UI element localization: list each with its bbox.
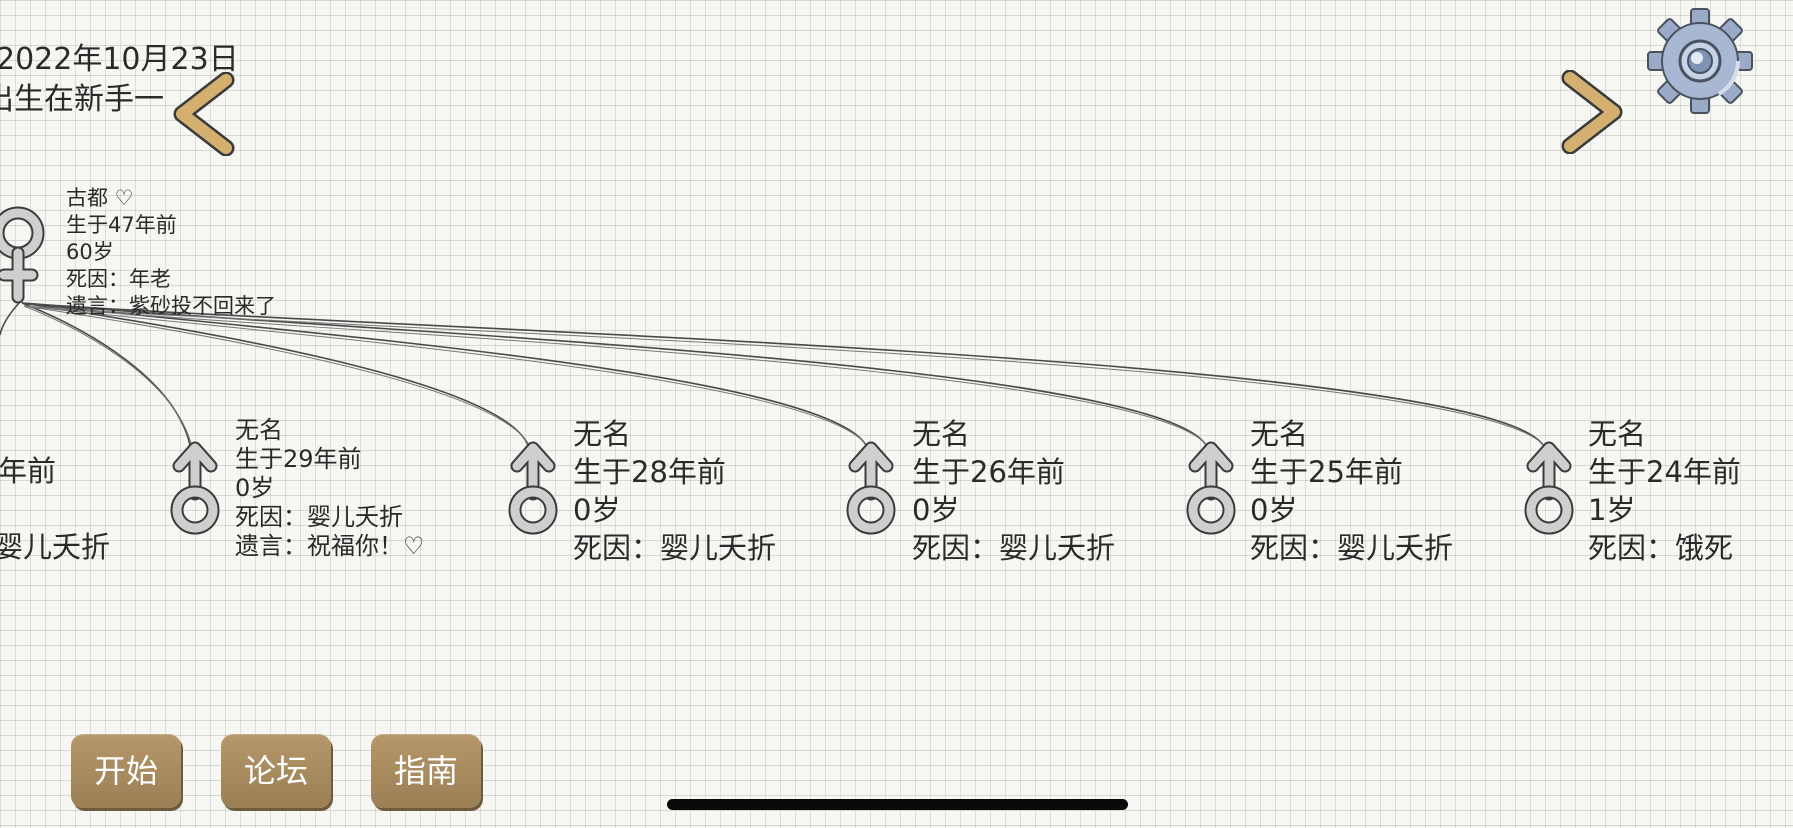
child-info: 无名 生于29年前 0岁 死因：婴儿夭折 遗言：祝福你！♡	[235, 416, 425, 561]
child-age: 0岁	[1250, 493, 1298, 527]
parent-age: 60岁	[66, 240, 114, 264]
child-name: 无名	[1250, 417, 1309, 451]
child-name: 无名	[573, 417, 632, 451]
child-symbol[interactable]	[166, 440, 224, 538]
child-age: 0岁	[235, 474, 275, 502]
male-symbol-icon	[1186, 441, 1236, 535]
offscreen-child-cause: 婴儿夭折	[0, 530, 111, 564]
parent-info: 古都 ♡ 生于47年前 60岁 死因：年老 遗言：紫砂投不回来了	[66, 185, 276, 320]
birth-place-label: 出生在新手一	[0, 82, 164, 117]
child-info: 无名 生于25年前 0岁 死因：婴儿夭折	[1250, 415, 1453, 567]
child-symbol[interactable]	[1182, 440, 1240, 538]
chevron-right-icon	[1561, 69, 1623, 155]
guide-button[interactable]: 指南	[371, 734, 481, 808]
female-symbol-icon	[0, 206, 45, 304]
parent-last-words: 遗言：紫砂投不回来了	[66, 294, 276, 318]
gear-icon	[1647, 8, 1753, 114]
forum-button[interactable]: 论坛	[221, 734, 331, 808]
start-button[interactable]: 开始	[71, 734, 181, 808]
child-born: 生于26年前	[912, 455, 1065, 489]
date-label: 2022年10月23日	[0, 42, 239, 77]
child-info: 无名 生于28年前 0岁 死因：婴儿夭折	[573, 415, 776, 567]
prev-button[interactable]	[168, 71, 240, 157]
child-born: 生于24年前	[1588, 455, 1741, 489]
male-symbol-icon	[170, 441, 220, 535]
male-symbol-icon	[508, 441, 558, 535]
male-symbol-icon	[846, 441, 896, 535]
parent-cause: 死因：年老	[66, 267, 171, 291]
child-last-words: 遗言：祝福你！♡	[235, 532, 425, 560]
chevron-left-icon	[173, 71, 235, 157]
parent-name: 古都 ♡	[66, 186, 134, 210]
male-symbol-icon	[1524, 441, 1574, 535]
child-cause: 死因：婴儿夭折	[235, 503, 403, 531]
child-born: 生于29年前	[235, 445, 362, 473]
child-name: 无名	[912, 417, 971, 451]
child-name: 无名	[235, 416, 283, 444]
child-name: 无名	[1588, 417, 1647, 451]
offscreen-child-born: 年前	[0, 454, 57, 488]
child-info: 无名 生于26年前 0岁 死因：婴儿夭折	[912, 415, 1115, 567]
child-age: 0岁	[912, 493, 960, 527]
child-cause: 死因：婴儿夭折	[912, 531, 1116, 565]
child-born: 生于25年前	[1250, 455, 1403, 489]
child-info: 无名 生于24年前 1岁 死因：饿死	[1588, 415, 1741, 567]
child-cause: 死因：婴儿夭折	[1250, 531, 1454, 565]
child-age: 1岁	[1588, 493, 1636, 527]
child-age: 0岁	[573, 493, 621, 527]
settings-button[interactable]	[1646, 8, 1754, 114]
child-cause: 死因：饿死	[1588, 531, 1734, 565]
home-indicator[interactable]	[667, 799, 1128, 810]
child-symbol[interactable]	[504, 440, 562, 538]
parent-symbol[interactable]	[0, 205, 50, 305]
next-button[interactable]	[1556, 69, 1628, 155]
child-symbol[interactable]	[1520, 440, 1578, 538]
parent-born: 生于47年前	[66, 213, 177, 237]
child-symbol[interactable]	[842, 440, 900, 538]
child-cause: 死因：婴儿夭折	[573, 531, 777, 565]
child-born: 生于28年前	[573, 455, 726, 489]
